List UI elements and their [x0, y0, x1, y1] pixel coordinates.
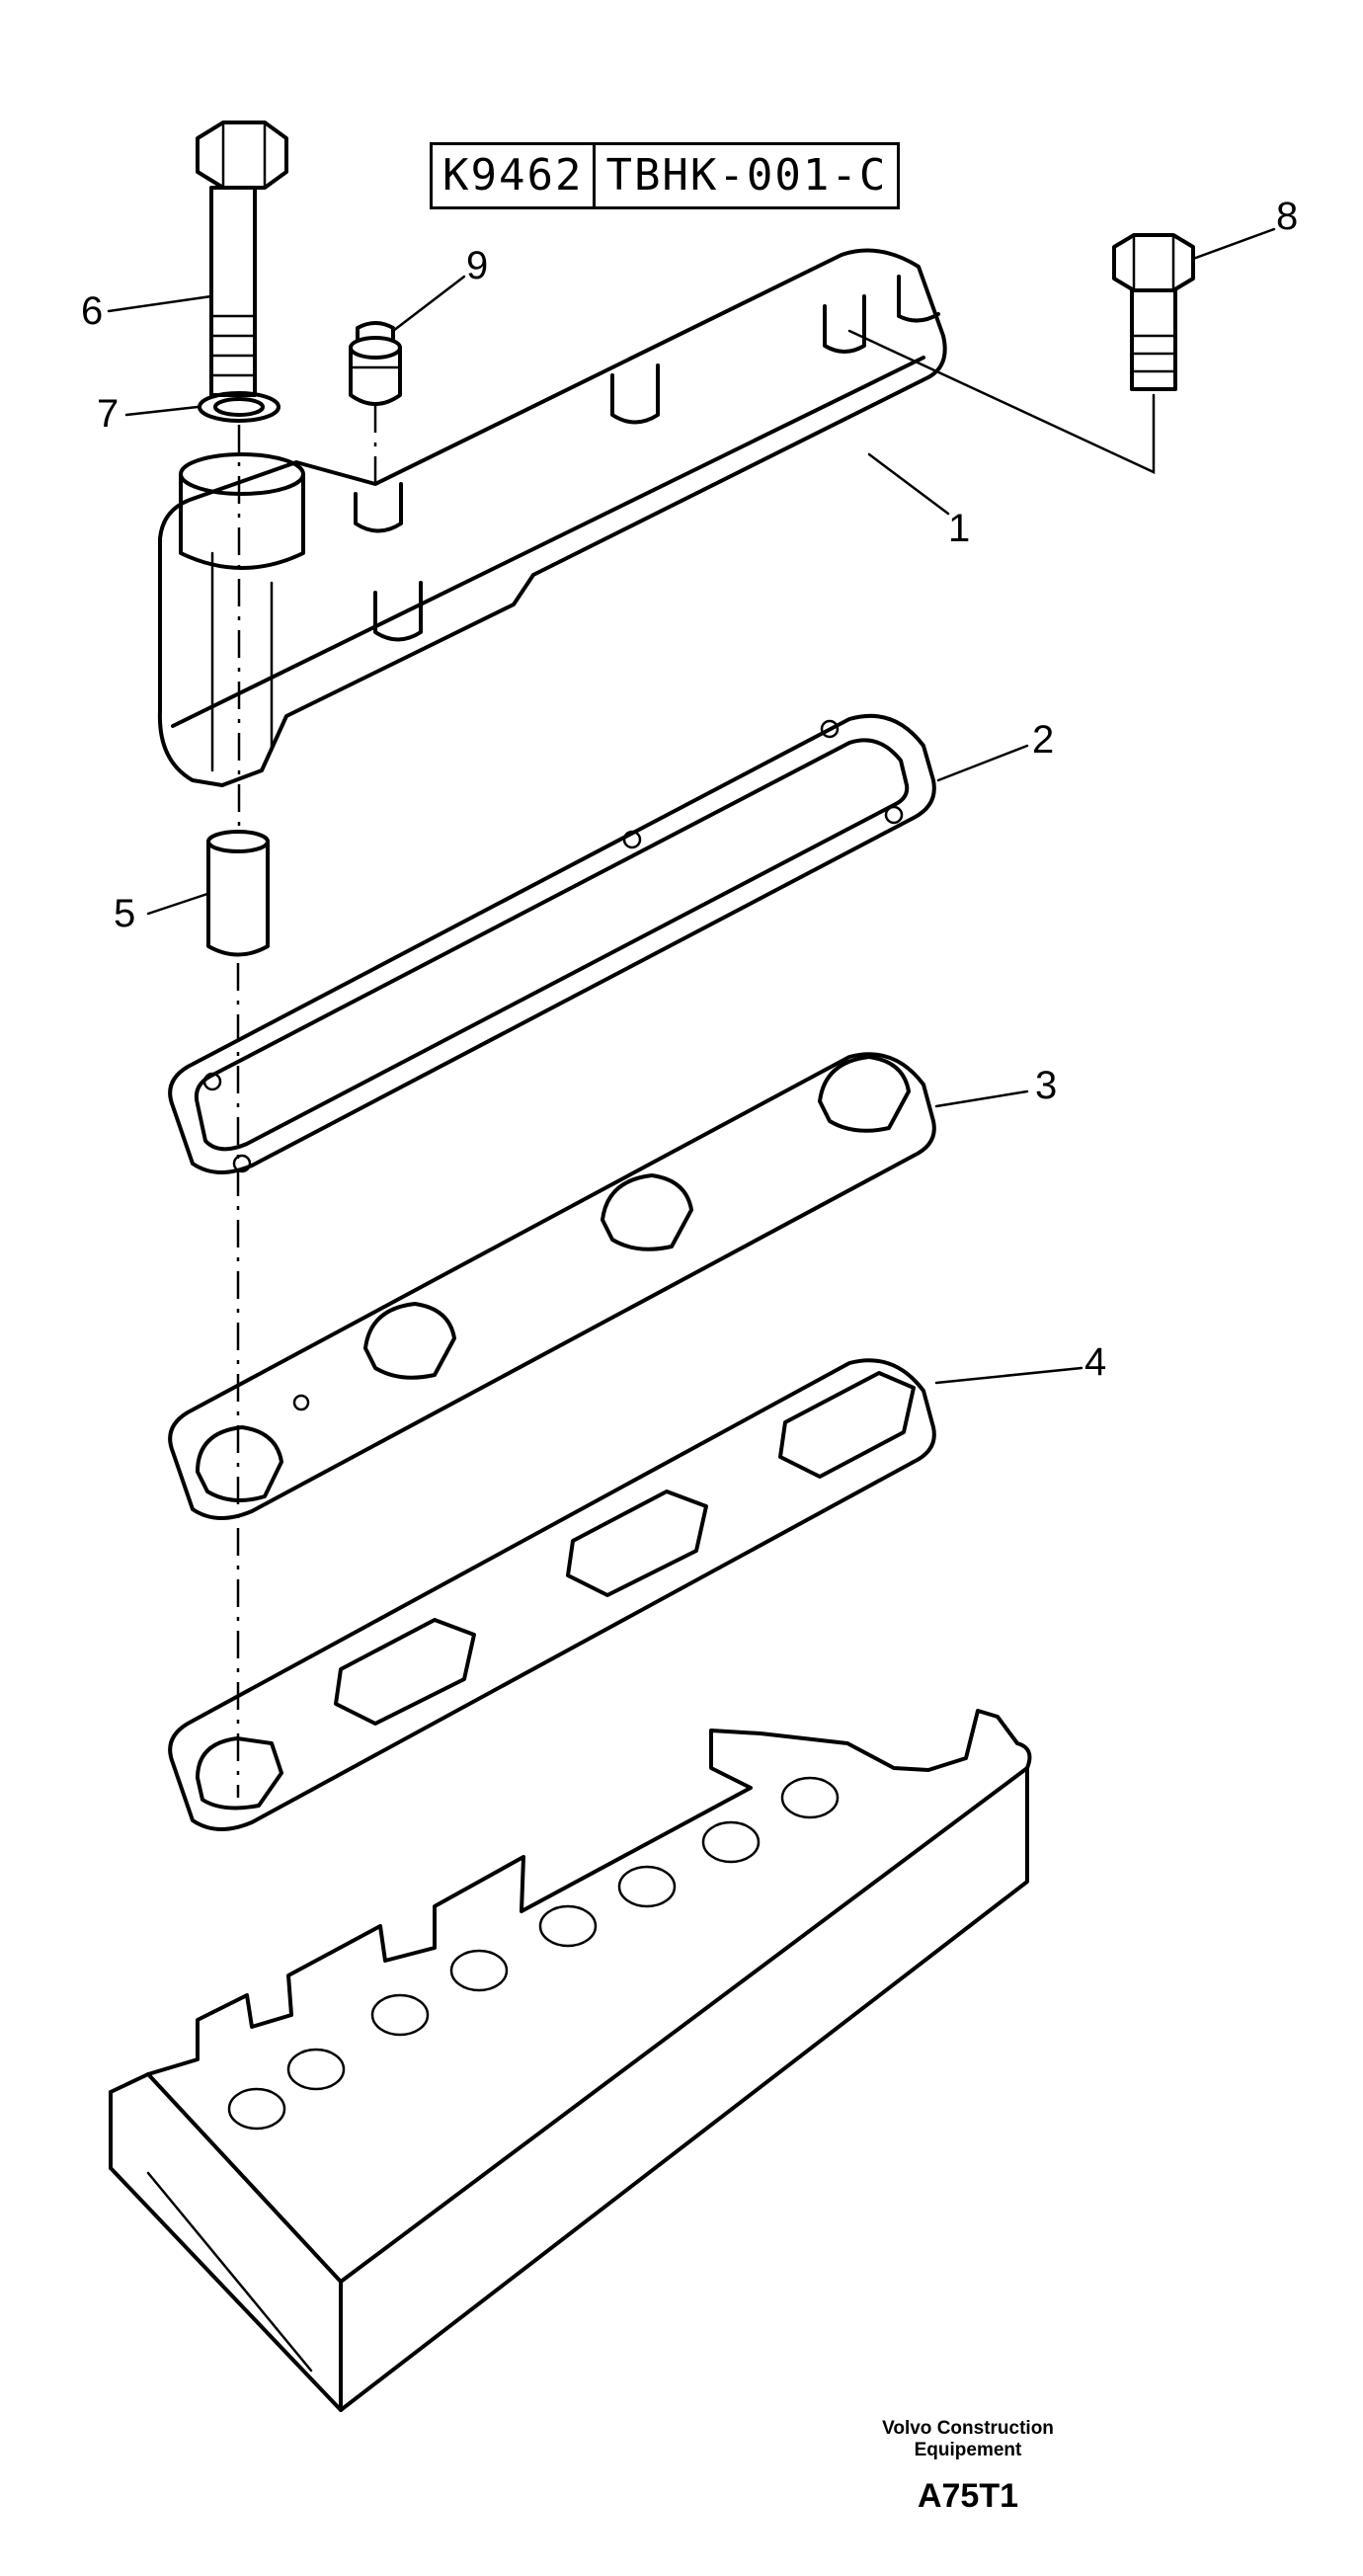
bolt-8[interactable] [1112, 233, 1195, 391]
callout-2: 2 [1032, 718, 1054, 762]
leader-lines [107, 227, 1276, 1385]
callout-6: 6 [81, 289, 103, 333]
callout-5: 5 [114, 892, 135, 935]
drawing-code: A75T1 [917, 2477, 1019, 2515]
bolt-6[interactable] [196, 121, 288, 397]
drawing-reference-box: K9462 TBHK-001-C [430, 142, 901, 209]
reference-code-right: TBHK-001-C [593, 145, 897, 206]
plug-9[interactable] [349, 321, 402, 406]
callout-9: 9 [466, 244, 488, 287]
company-name-line2: Equipement [914, 2440, 1022, 2460]
cylinder-head[interactable] [109, 1709, 1032, 2412]
reference-code-left: K9462 [442, 150, 584, 201]
valve-cover-1[interactable] [157, 248, 947, 787]
gasket-4[interactable] [168, 1358, 936, 1832]
callout-4: 4 [1084, 1340, 1106, 1384]
callout-7: 7 [97, 392, 119, 436]
callout-3: 3 [1035, 1064, 1057, 1107]
alignment-lines [236, 329, 1156, 1798]
company-name-line1: Volvo Construction [882, 2418, 1054, 2439]
callout-numbers: 1 2 3 4 5 6 7 8 9 [81, 195, 1298, 1384]
callout-1: 1 [948, 507, 970, 550]
callout-8: 8 [1276, 195, 1298, 238]
gasket-3[interactable] [168, 1052, 936, 1521]
dowel-pin-5[interactable] [206, 830, 270, 957]
gasket-2[interactable] [168, 713, 936, 1175]
washer-7[interactable] [198, 391, 281, 423]
footer-block: Volvo Construction Equipement A75T1 [820, 2418, 1116, 2516]
